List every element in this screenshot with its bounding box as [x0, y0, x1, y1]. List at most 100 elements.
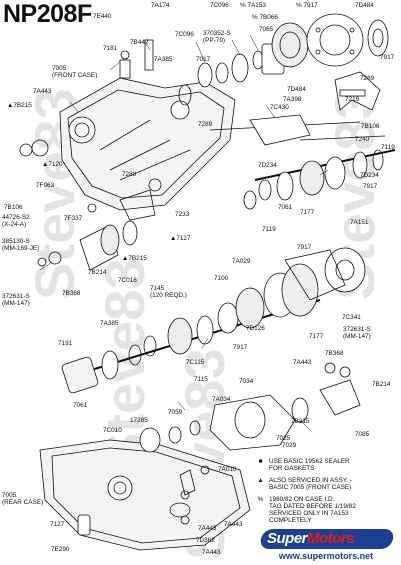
part-label-7a034: 7A034	[212, 396, 231, 403]
part-label-7034: 7034	[239, 378, 254, 385]
part-label-7b215a: ▲7B215	[7, 102, 32, 109]
part-label-7a443d: 7A443	[198, 525, 217, 532]
legend-text-sealer: USE BASIC 19562 SEALER FOR GASKETS	[269, 458, 350, 472]
part-label-7a443a: 7A443	[33, 88, 52, 95]
rear-case-drawing	[39, 439, 251, 551]
part-label-7c430: 7C430	[270, 104, 289, 111]
part-label-7c115: 7C115	[186, 359, 205, 366]
part-label-7a151: 7A151	[350, 219, 369, 226]
part-label-7181: 7181	[103, 45, 118, 52]
part-label-7a443e: 7A443	[202, 549, 221, 556]
logo-brand-left: Super	[267, 530, 308, 547]
part-label-7917b: 7917	[363, 183, 378, 190]
part-label-7145: 7145 (120 REQD.)	[150, 285, 187, 299]
part-label-7d484t: 7D484	[355, 2, 374, 9]
part-label-7191: 7191	[58, 340, 73, 347]
part-label-7a010: 7A010	[218, 466, 237, 473]
part-label-7c096b: 7C096	[175, 31, 194, 38]
part-label-7917t: % 7917	[296, 2, 318, 9]
part-label-7127a: ▲7127	[170, 235, 191, 242]
front-case-drawing	[59, 77, 236, 211]
part-label-7233: 7233	[175, 211, 190, 218]
part-label-7d362: 7D362	[196, 537, 215, 544]
part-label-7177a: 7177	[300, 209, 315, 216]
part-label-385130: 385130-S (MM-169-JE)	[2, 238, 40, 252]
supermotors-watermark: SuperMotors www.supermotors.net	[253, 527, 399, 563]
part-label-7b442: 7B442	[130, 39, 149, 46]
part-label-7b214b: 7B214	[372, 381, 391, 388]
part-label-7f063: 7F063	[36, 182, 55, 189]
part-label-7a385b: 7A385	[100, 320, 119, 327]
part-label-7289a: 7289	[360, 75, 375, 82]
shift-fork-assembly	[209, 71, 386, 146]
part-label-7f337: 7F337	[64, 215, 83, 222]
part-label-7120: ▲7120	[42, 161, 63, 168]
part-label-7c341: 7C341	[342, 314, 361, 321]
part-label-7240: 7240	[355, 136, 370, 143]
part-label-7c096a: 7C096	[210, 2, 229, 9]
part-label-7025: 7025	[276, 435, 291, 442]
part-label-7b215b: ▲7B215	[122, 255, 147, 262]
part-label-7917d: 7917	[233, 344, 248, 351]
part-label-7c010: 7C010	[103, 427, 122, 434]
legend-symbol-percent: %	[257, 496, 264, 503]
part-label-7e290: 7E290	[51, 546, 70, 553]
supermotors-logo-text: SuperMotors	[267, 530, 355, 547]
part-label-7a443c: 7A443	[224, 521, 243, 528]
part-label-7177b: 7177	[309, 333, 324, 340]
part-label-7b214a: 7B214	[88, 269, 107, 276]
part-label-17285: 17285	[130, 417, 148, 424]
part-label-7d484m: 7D484	[287, 86, 306, 93]
front-yoke-assembly	[19, 139, 156, 271]
part-label-7219: 7219	[345, 96, 360, 103]
part-label-7085: 7085	[355, 431, 370, 438]
part-label-7917c: 7917	[297, 244, 312, 251]
part-label-7005f: 7005 (FRONT CASE)	[52, 65, 98, 79]
part-label-7b368b: 7B368	[325, 350, 344, 357]
part-label-7119a: 7119	[381, 144, 395, 151]
legend-text-front-case: ALSO SERVICED IN ASSY. - BASIC 7005 (FRO…	[269, 477, 352, 491]
part-label-7a443b: 7A443	[293, 359, 312, 366]
logo-brand-right: Motors	[307, 530, 355, 547]
part-label-7029: 7029	[282, 442, 297, 449]
part-label-7061a: 7061	[278, 204, 293, 211]
part-label-7289b: 7289	[198, 121, 213, 128]
mainshaft-row	[61, 247, 366, 394]
supermotors-url: www.supermotors.net	[278, 551, 374, 561]
part-label-7c016: 7C016	[118, 277, 137, 284]
leader-lines	[39, 34, 329, 431]
part-label-7a385a: 7A385	[154, 56, 173, 63]
part-label-7119b: 7119	[262, 226, 276, 233]
part-label-7115: 7115	[194, 376, 208, 383]
part-label-7a153: % 7A153	[240, 2, 266, 9]
part-label-7059: 7059	[168, 409, 183, 416]
part-label-7d234a: 7D234	[258, 162, 277, 169]
legend-text-case-tag: 1980/82 ON CASE I.D. TAG DATED BEFORE 1/…	[269, 496, 356, 524]
part-label-7017: 7017	[196, 56, 211, 63]
part-label-7100: 7100	[214, 275, 229, 282]
part-label-370352: 370352-S (PP-79)	[203, 30, 231, 44]
part-label-372631b: 372631-S (MM-147)	[343, 326, 371, 340]
part-label-7061b: 7061	[73, 402, 88, 409]
upper-input-gear-stack	[119, 13, 389, 106]
part-label-7b106a: 7B106	[361, 123, 380, 130]
rear-output-parts	[139, 362, 361, 525]
part-label-7d234b: 7D234	[360, 172, 379, 179]
part-label-7288: 7288	[122, 171, 137, 178]
part-label-7065: 7065	[259, 26, 274, 33]
part-label-7917r: 7917	[380, 54, 395, 61]
part-label-7b368a: 7B368	[62, 290, 81, 297]
part-label-7b215c: 7B215	[291, 418, 310, 425]
part-label-372631a: 372631-S (MM-147)	[2, 293, 30, 307]
diagram-title: NP208F	[3, 0, 92, 28]
legend-symbol-square: ■	[258, 458, 263, 465]
part-label-7d126: 7D126	[246, 325, 265, 332]
part-label-7a398: 7A398	[283, 96, 302, 103]
mid-output-shaft	[243, 149, 396, 210]
part-label-7a174: 7A174	[151, 2, 170, 9]
part-label-7127b: 7127	[50, 521, 65, 528]
part-label-7a029: 7A029	[232, 258, 251, 265]
part-label-7b106b: 7B106	[4, 204, 23, 211]
